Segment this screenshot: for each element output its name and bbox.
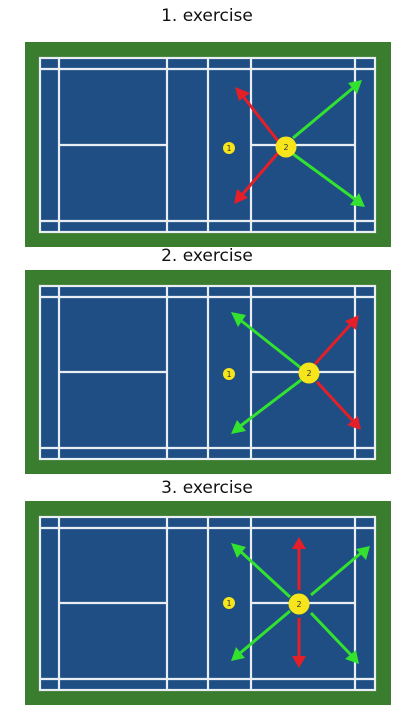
court-lines <box>38 284 377 461</box>
exercise-2-court: 1 2 <box>25 270 391 474</box>
arrow-front-right-green <box>310 546 370 597</box>
arrow-front-left-green <box>231 543 292 599</box>
player-1-label: 1 <box>226 599 231 608</box>
player-2: 2 <box>275 136 297 158</box>
court-diagram-3: 1 2 <box>25 501 391 705</box>
arrow-up-red <box>292 537 306 590</box>
arrow-back-left-green <box>231 378 302 434</box>
exercise-2-title: 2. exercise <box>161 246 253 266</box>
arrow-front-left-red <box>235 87 280 142</box>
arrow-down-red <box>292 618 306 668</box>
court-diagram-1: 1 2 <box>25 42 391 247</box>
player-2-label: 2 <box>296 600 301 609</box>
player-1: 1 <box>223 142 235 154</box>
arrow-back-left-green <box>231 609 291 661</box>
arrow-back-right-green <box>292 152 365 207</box>
arrows-exercise-2 <box>231 312 361 434</box>
player-2: 2 <box>288 593 310 615</box>
player-1: 1 <box>223 368 235 380</box>
player-1-label: 1 <box>226 144 231 153</box>
arrow-front-left-green <box>231 312 302 370</box>
arrow-back-right-red <box>315 380 361 430</box>
arrow-front-right-red <box>313 315 359 366</box>
player-1: 1 <box>223 597 235 609</box>
exercise-3-court: 1 2 <box>25 501 391 705</box>
arrow-back-left-red <box>234 152 280 204</box>
player-2-label: 2 <box>283 143 288 152</box>
arrow-back-right-green <box>309 611 359 664</box>
exercise-1-title: 1. exercise <box>161 6 253 26</box>
exercise-1-court: 1 2 <box>25 42 391 247</box>
player-2: 2 <box>298 362 320 384</box>
court-diagram-2: 1 2 <box>25 270 391 474</box>
arrow-front-right-green <box>292 80 362 140</box>
player-2-label: 2 <box>306 369 311 378</box>
arrows-exercise-3 <box>231 537 370 668</box>
arrows-exercise-1 <box>234 80 365 207</box>
exercise-3-title: 3. exercise <box>161 478 253 498</box>
player-1-label: 1 <box>226 370 231 379</box>
